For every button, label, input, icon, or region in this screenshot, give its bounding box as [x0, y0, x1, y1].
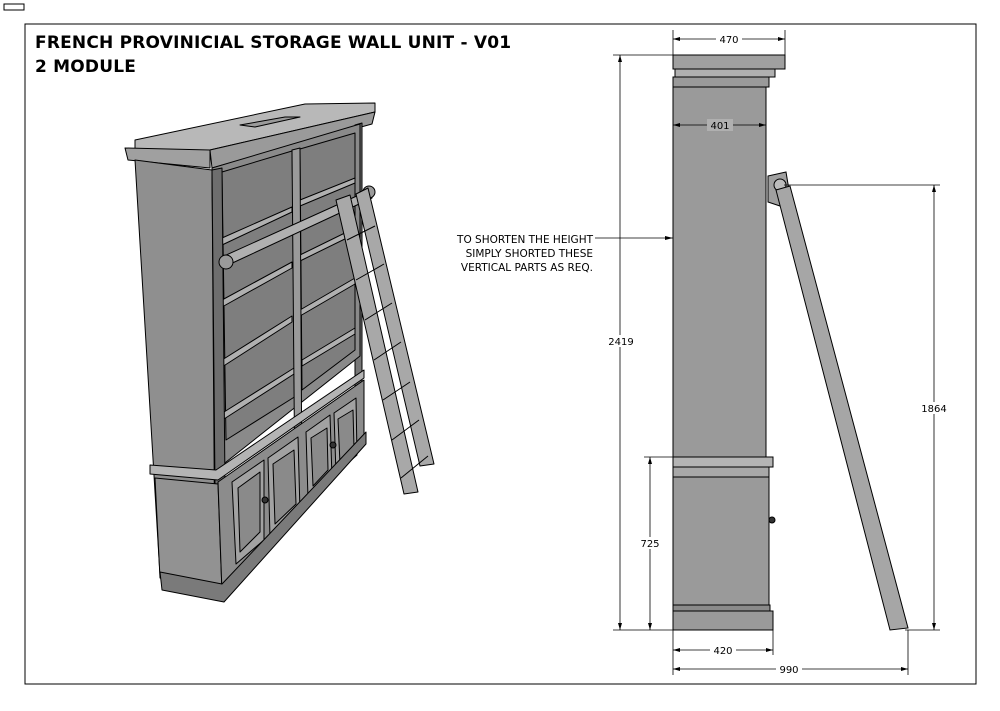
- dim-mask: [707, 119, 733, 131]
- lower-carcass: [672, 476, 770, 606]
- top-panel-inset: [239, 116, 301, 128]
- upper-carcass: [672, 86, 767, 458]
- plinth: [159, 431, 367, 603]
- side-elevation: [672, 54, 909, 631]
- mid-moulding: [149, 369, 365, 481]
- ladder-rung: [355, 263, 385, 281]
- dimension-arrows: [618, 37, 936, 671]
- right-module-interior: [299, 132, 356, 391]
- perspective-view: [124, 102, 435, 603]
- dim-ladder-footprint: 990: [779, 665, 798, 676]
- door-knob: [261, 496, 269, 504]
- dim-base-depth: 420: [713, 646, 732, 657]
- dim-base-height: 725: [640, 539, 659, 550]
- title-line-2: 2 MODULE: [35, 57, 137, 77]
- ladder-side: [775, 185, 909, 631]
- dim-mask: [607, 335, 635, 347]
- door-panel: [310, 427, 329, 487]
- note-line-2: SIMPLY SHORTED THESE: [466, 248, 593, 260]
- dim-mask: [776, 663, 802, 675]
- ladder-stile: [355, 187, 435, 467]
- dim-top-depth: 470: [719, 35, 738, 46]
- rail-bracket: [218, 254, 234, 270]
- corner-tab: [3, 3, 25, 11]
- shelf: [301, 327, 356, 367]
- dim-mask: [710, 644, 736, 656]
- cornice-step: [674, 68, 776, 78]
- cornice-base: [672, 76, 770, 88]
- plinth-moulding: [672, 604, 771, 612]
- dim-total-height: 2419: [608, 337, 633, 348]
- cornice-front: [209, 111, 376, 169]
- mid-moulding: [672, 456, 774, 468]
- mid-step: [672, 466, 770, 478]
- title-line-1: FRENCH PROVINICIAL STORAGE WALL UNIT - V…: [35, 33, 512, 53]
- ladder-rung: [346, 225, 376, 241]
- note-line-1: TO SHORTEN THE HEIGHT: [456, 234, 594, 246]
- ladder-rung: [373, 341, 402, 361]
- dim-mask: [920, 402, 948, 414]
- dim-mask: [716, 33, 742, 45]
- drawing-border: [24, 23, 977, 685]
- note-line-3: VERTICAL PARTS AS REQ.: [461, 262, 593, 274]
- ladder-stile: [335, 194, 419, 495]
- plinth: [672, 610, 774, 631]
- ladder-rung: [391, 419, 420, 441]
- door-panel: [237, 471, 261, 553]
- dim-ladder-height: 1864: [921, 404, 946, 415]
- cornice: [672, 54, 786, 70]
- dim-mask: [637, 537, 663, 549]
- cornice-side: [124, 147, 211, 169]
- dim-inner-depth: 401: [710, 121, 729, 132]
- ladder-rung: [382, 381, 411, 401]
- door-knob: [768, 516, 776, 524]
- door-panel: [272, 449, 297, 525]
- ladder-rung: [400, 455, 429, 479]
- door-knob: [329, 441, 337, 449]
- ladder-rung: [364, 302, 393, 321]
